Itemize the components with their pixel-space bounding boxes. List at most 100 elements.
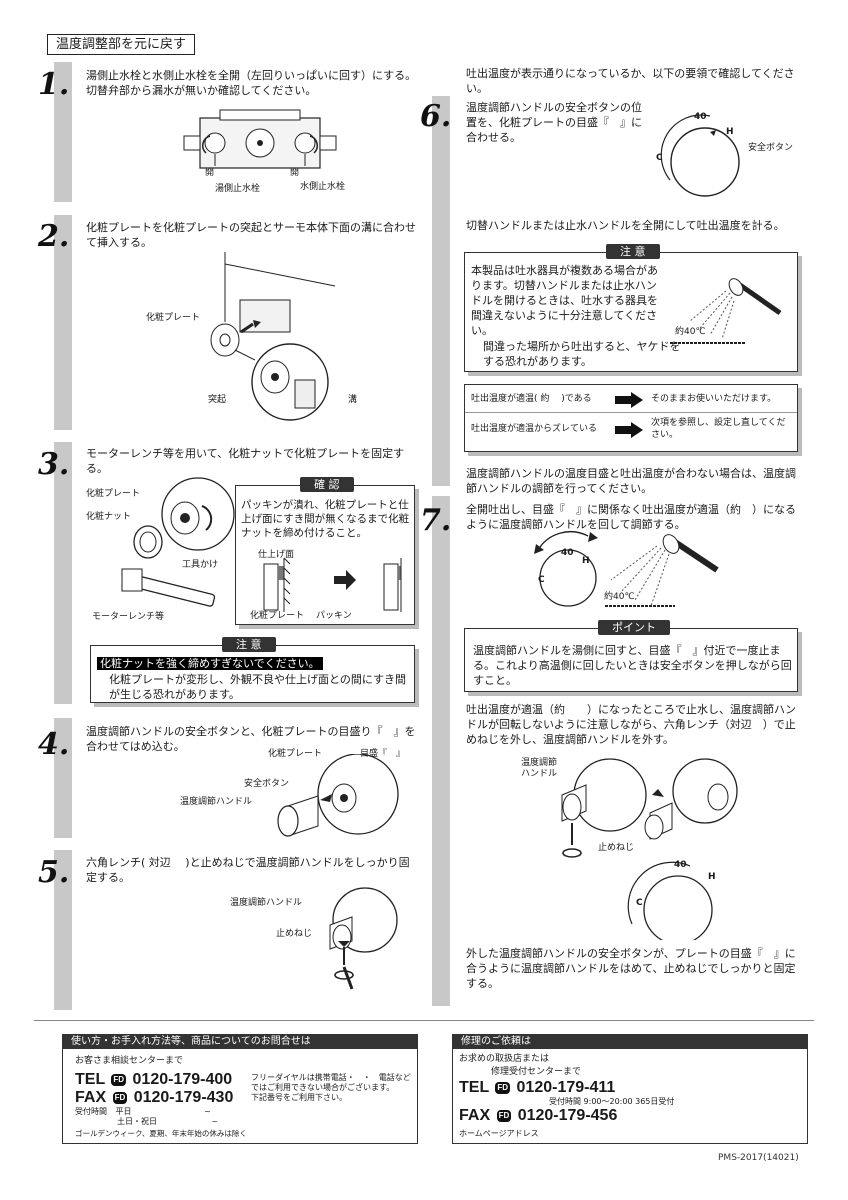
fax-number[interactable]: 0120-179-456	[517, 1107, 618, 1124]
step-6-bar	[432, 96, 450, 486]
step-1-cold-valve-label: 水側止水栓	[300, 182, 346, 192]
footer-divider	[34, 1020, 814, 1021]
hours-weekend: 土日・祝日	[117, 1117, 157, 1126]
step-4-plate-label: 化粧プレート	[268, 749, 323, 759]
fax-label: FAX	[75, 1089, 107, 1106]
table-cell-action: そのままお使いいただけます。	[651, 394, 777, 404]
table-cell-condition: 吐出温度が適温( 約 )である	[471, 394, 592, 404]
step-3-nut-label: 化粧ナット	[86, 512, 132, 522]
step-2-number: 2.	[38, 219, 70, 254]
footer-repair-tel: TEL FD 0120-179-411	[459, 1079, 615, 1097]
step-7-mid-text: 吐出温度が適温（約 ）になったところで止水し、温度調節ハンドルが回転しないように…	[466, 703, 796, 746]
footer-holiday-note: ゴールデンウィーク、夏期、年末年始の休みは除く	[75, 1129, 247, 1138]
tel-label: TEL	[75, 1071, 105, 1088]
step-3-confirm-plate-label: 化粧プレート	[250, 611, 305, 621]
hours-weekday: 平日	[115, 1107, 132, 1116]
step-1-number: 1.	[38, 67, 70, 102]
step-6-temp-label: 約40℃	[675, 327, 706, 337]
step-6-caution-sub: 間違った場所から吐出すると、ヤケドをする恐れがあります。	[483, 340, 681, 368]
step-7-h-label: H	[582, 556, 590, 566]
footer-note-2: 下記番号をご利用下さい。	[251, 1093, 347, 1102]
footer-inquiry-fax: FAX FD 0120-179-430	[75, 1089, 233, 1107]
right-arrow-icon	[615, 422, 643, 438]
footer-repair-line2: 修理受付センターまで	[491, 1067, 582, 1077]
footer-inquiry-hours: 受付時間 平日 ~	[75, 1107, 211, 1117]
step-5-screw-label: 止めねじ	[276, 929, 313, 939]
footer-inquiry-box: 使い方・お手入れ方法等、商品についてのお問合せは お客さま相談センターまで TE…	[62, 1034, 418, 1144]
freedial-icon: FD	[495, 1082, 511, 1094]
step-7-forty-label: 40	[561, 548, 574, 558]
footer-repair-heading: 修理のご依頼は	[453, 1035, 807, 1049]
step-7-number: 7.	[420, 503, 452, 538]
footer-inquiry-note: フリーダイヤルは携帯電話・ ・ 電話などではご利用できない場合がございます。 下…	[251, 1073, 411, 1103]
step-6-number: 6.	[420, 99, 452, 134]
table-row: 吐出温度が適温からズレている 次項を参照し、設定し直してください。	[465, 413, 797, 451]
table-row: 吐出温度が適温( 約 )である そのままお使いいただけます。	[465, 385, 797, 413]
step-3-confirm-text: パッキンが潰れ、化粧プレートと仕上げ面にすき間が無くなるまで化粧ナットを締め付け…	[241, 499, 410, 539]
hours-tilde-2: ~	[211, 1117, 219, 1126]
step-3-wrench-label: モーターレンチ等	[92, 612, 165, 622]
step-4-handle-illustration	[277, 754, 399, 837]
fax-number[interactable]: 0120-179-430	[133, 1089, 234, 1106]
step-3-wrench-illustration	[121, 477, 235, 607]
step-3-text: モーターレンチ等を用いて、化粧ナットで化粧プレートを固定する。	[86, 447, 405, 475]
step-7-c-label: C	[538, 575, 545, 585]
fax-label: FAX	[459, 1107, 491, 1124]
step-7-screw-label: 止めねじ	[598, 843, 635, 853]
step-7-text: 全開吐出し、目盛『 』に関係なく吐出温度が適温（約 ）になるように温度調節ハンド…	[466, 503, 796, 531]
step-6-shower-illustration	[670, 278, 782, 344]
step-4-scale-label: 目盛『 』	[360, 749, 406, 759]
freedial-icon: FD	[496, 1110, 512, 1122]
step-7-end-text: 外した温度調節ハンドルの安全ボタンが、プレートの目盛『 』に合うように温度調節ハ…	[466, 947, 796, 990]
hours-label: 受付時間	[75, 1107, 107, 1116]
step-6-intro: 吐出温度が表示通りになっているか、以下の要領で確認してください。	[466, 67, 795, 95]
step-7-final-c-label: C	[636, 898, 643, 908]
step-1-valve-illustration	[183, 109, 337, 169]
page-title: 温度調整部を元に戻す	[47, 34, 196, 55]
step-6-caution-text: 本製品は吐水器具が複数ある場合があります。切替ハンドルまたは止水ハンドルを開ける…	[471, 264, 658, 337]
step-5-number: 5.	[38, 855, 70, 890]
step-1-hot-valve-label: 湯側止水栓	[215, 184, 261, 194]
step-3-packing-diagram	[263, 557, 402, 612]
step-4-text: 温度調節ハンドルの安全ボタンと、化粧プレートの目盛り『 』を合わせてはめ込む。	[86, 725, 416, 753]
step-3-tool-label: 工具かけ	[182, 560, 219, 570]
step-3-number: 3.	[38, 447, 70, 482]
step-4-bar	[54, 718, 72, 838]
step-2-plate-illustration	[210, 252, 336, 421]
freedial-icon: FD	[111, 1074, 127, 1086]
tel-number[interactable]: 0120-179-411	[516, 1079, 616, 1096]
step-4-handle-label: 温度調節ハンドル	[180, 797, 253, 807]
step-2-bump-label: 突起	[208, 395, 227, 405]
step-6-after-text: 切替ハンドルまたは止水ハンドルを全開にして吐出温度を計る。	[466, 219, 785, 232]
step-2-groove-label: 溝	[348, 395, 358, 405]
step-7-final-h-label: H	[708, 872, 716, 882]
step-3-confirm-box: パッキンが潰れ、化粧プレートと仕上げ面にすき間が無くなるまで化粧ナットを締め付け…	[235, 485, 415, 625]
step-7-point-heading: ポイント	[598, 620, 670, 635]
step-6-h-label: H	[726, 127, 734, 137]
step-3-plate-label: 化粧プレート	[86, 489, 141, 499]
step-5-handle-label: 温度調節ハンドル	[230, 898, 303, 908]
footer-inquiry-hours-2: 土日・祝日 ~	[117, 1117, 218, 1127]
step-3-packing-label: パッキン	[316, 611, 352, 621]
step-7-handle-label: 温度調節ハンドル	[521, 758, 558, 779]
step-3-caution-box: 化粧ナットを強く締めすぎないでください。 化粧プレートが変形し、外観不良や仕上げ…	[90, 645, 415, 703]
step-7-final-dial	[627, 861, 713, 940]
step-6-text: 温度調節ハンドルの安全ボタンの位置を、化粧プレートの目盛『 』に合わせる。	[466, 101, 642, 144]
step-7-point-box: 温度調節ハンドルを湯側に回すと、目盛『 』付近で一度止まる。これより高温側に回し…	[464, 628, 798, 692]
step-1-open-right-label: 開	[290, 168, 300, 178]
step-6-forty-label: 40	[694, 112, 707, 122]
footer-inquiry-center: お客さま相談センターまで	[75, 1056, 184, 1066]
step-1-bar	[54, 62, 72, 202]
step-1-open-left-label: 開	[205, 168, 215, 178]
tel-number[interactable]: 0120-179-400	[132, 1071, 233, 1088]
step-7-remove-illustration	[561, 758, 738, 858]
tel-label: TEL	[459, 1079, 489, 1096]
footer-homepage[interactable]: ホームページアドレス	[459, 1129, 539, 1138]
freedial-icon: FD	[112, 1092, 128, 1104]
step-6-dial-illustration	[660, 114, 740, 197]
footer-repair-hours: 受付時間 9:00～20:00 365日受付	[549, 1097, 675, 1106]
step-5-screw-illustration	[329, 887, 398, 990]
right-arrow-icon	[615, 392, 643, 408]
step-2-text: 化粧プレートを化粧プレートの突起とサーモ本体下面の溝に合わせて挿入する。	[86, 221, 416, 249]
table-cell-action: 次項を参照し、設定し直してください。	[651, 418, 786, 440]
